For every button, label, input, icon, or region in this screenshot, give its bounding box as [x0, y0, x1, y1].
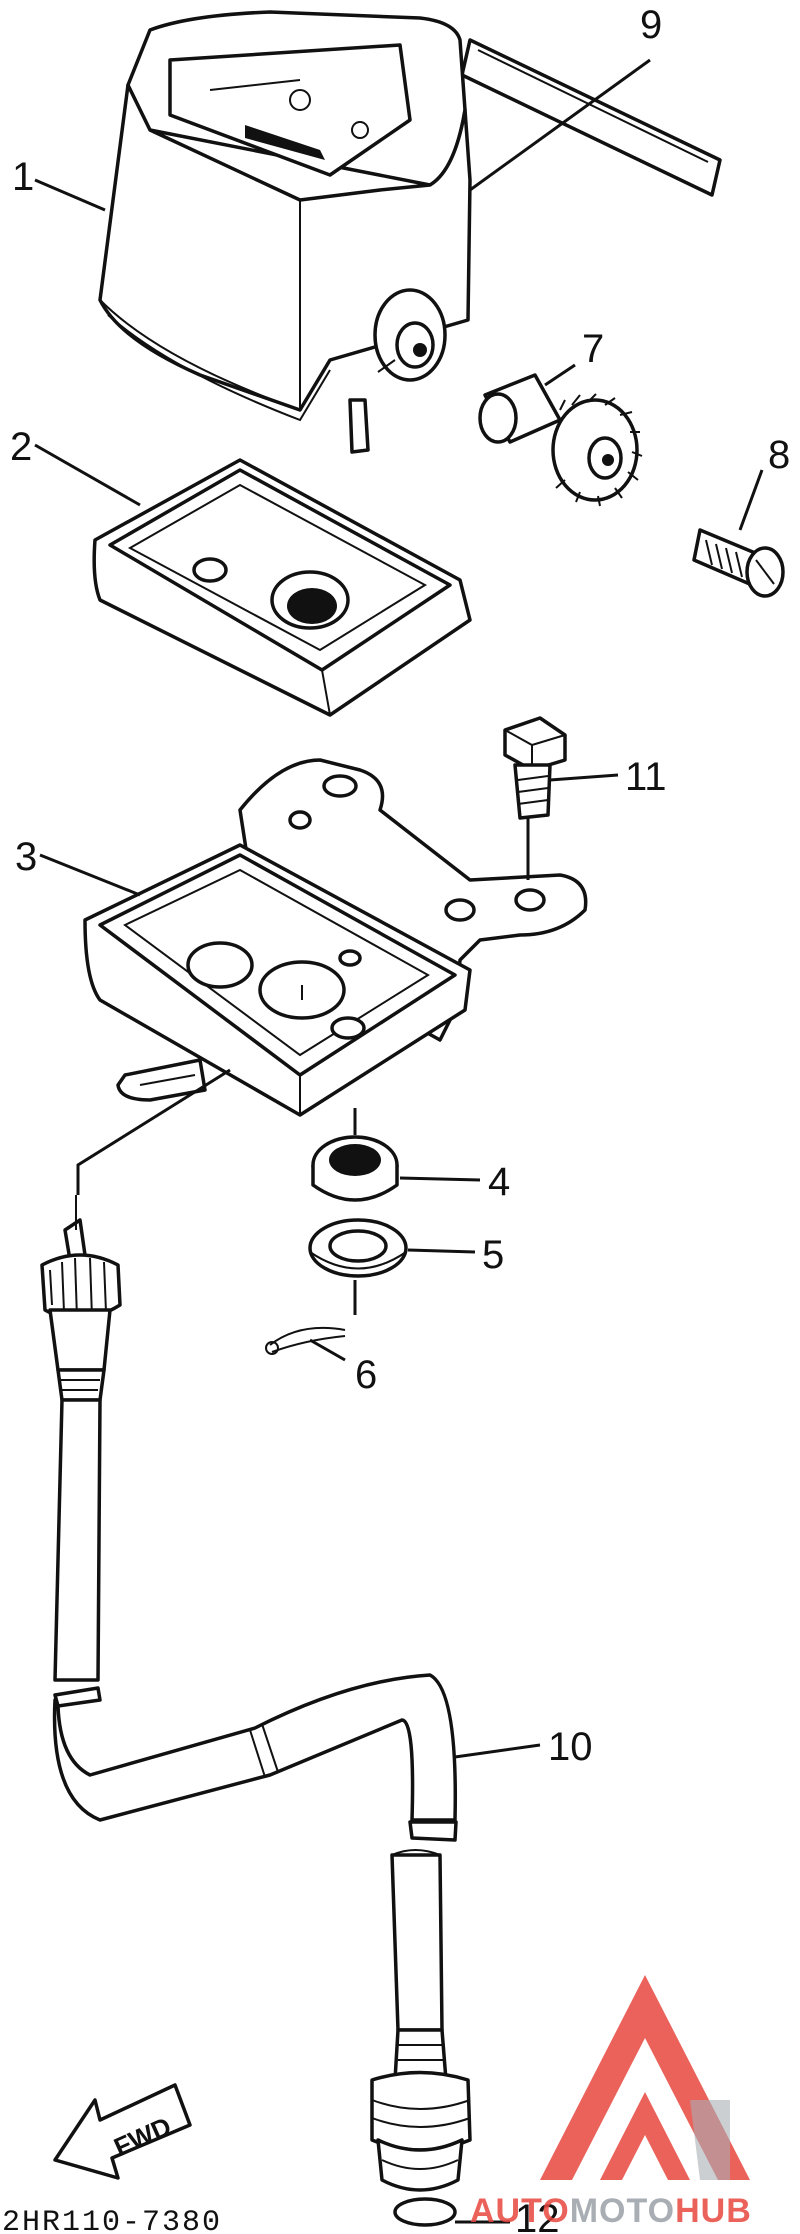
part-3-bracket [83, 758, 588, 1117]
watermark-logo: AUTOMOTOHUB [470, 1975, 752, 2230]
watermark-middle: MOTO [570, 2192, 675, 2230]
part-1-meter-housing [98, 10, 472, 454]
callout-4: 4 [488, 1160, 510, 1204]
callout-10: 10 [548, 1725, 593, 1769]
part-6-cotter-pin [265, 1280, 357, 1355]
diagram-code: 2HR110-7380 [2, 2206, 222, 2234]
callout-7: 7 [582, 327, 604, 371]
watermark-prefix: AUTO [470, 2192, 570, 2230]
callout-numbers: 1 2 3 4 5 6 7 8 9 10 11 12 [10, 3, 790, 2234]
callout-11: 11 [625, 755, 667, 799]
svg-text:AUTOMOTOHUB: AUTOMOTOHUB [470, 2192, 752, 2230]
part-8-screw [692, 528, 785, 598]
callout-8: 8 [768, 433, 790, 477]
callout-2: 2 [10, 425, 32, 469]
part-7-drive-gear [478, 373, 643, 507]
part-2-cushion [92, 458, 472, 717]
part-10-meter-cable [40, 1195, 472, 2192]
part-9-strip [460, 38, 722, 197]
part-12-o-ring [393, 2197, 457, 2227]
callout-6: 6 [355, 1353, 377, 1397]
part-4-grommet [311, 1135, 399, 1202]
callout-1: 1 [12, 155, 34, 199]
callout-9: 9 [640, 3, 662, 47]
callout-5: 5 [482, 1233, 504, 1277]
forward-direction-arrow: FWD [53, 2083, 192, 2180]
watermark-suffix: HUB [675, 2192, 752, 2230]
callout-12: 12 [515, 2197, 560, 2234]
part-5-washer [308, 1218, 408, 1278]
leader-lines [34, 58, 764, 2224]
part-11-bolt [503, 716, 619, 820]
callout-3: 3 [15, 835, 37, 879]
